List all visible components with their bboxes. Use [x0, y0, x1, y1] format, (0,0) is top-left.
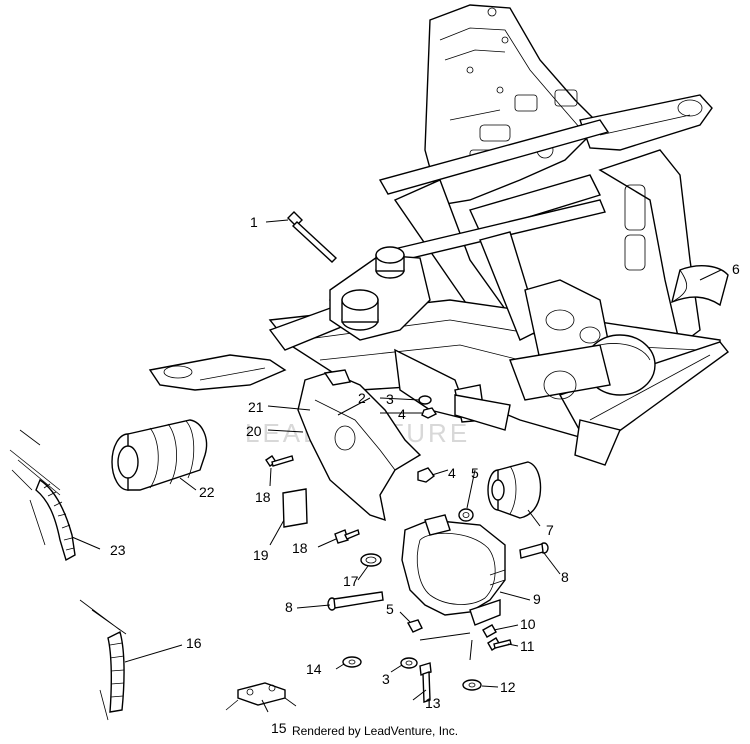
callout-13: 13 [425, 695, 441, 711]
callout-16: 16 [186, 635, 202, 651]
part-1-long-bolt [287, 211, 338, 263]
part-15-master-link [225, 682, 297, 711]
part-4-nut-upper [421, 407, 438, 419]
callout-5-lower: 5 [386, 601, 394, 617]
part-4-nut-lower [417, 467, 435, 483]
callout-labels: 1 2 3 4 4 5 6 7 8 8 9 10 11 12 13 14 15 … [110, 214, 740, 736]
part-6-sleeve [670, 264, 729, 307]
part-12-washer [462, 679, 482, 691]
callout-23: 23 [110, 542, 126, 558]
callout-4: 4 [398, 406, 406, 422]
part-11-bolt [487, 637, 512, 651]
callout-15: 15 [271, 720, 287, 736]
part-5-lock-nut [458, 508, 474, 522]
part-5-nut-lower [406, 619, 423, 633]
callout-7: 7 [546, 522, 554, 538]
part-3-washer-lower [400, 657, 418, 669]
part-8-bolt-left [327, 591, 384, 611]
callout-3: 3 [386, 391, 394, 407]
part-8-bolt-right [519, 542, 549, 559]
part-20-guard [297, 369, 422, 522]
callout-11: 11 [520, 638, 535, 654]
callout-5: 5 [471, 465, 479, 481]
part-18-screw-upper [265, 455, 294, 467]
callout-19: 19 [253, 547, 269, 563]
callout-8-left: 8 [285, 599, 293, 615]
callout-8-right: 8 [561, 569, 569, 585]
callout-10: 10 [520, 616, 536, 632]
part-18-screw-lower [334, 529, 360, 544]
part-13-bolt [419, 662, 432, 703]
render-credit: Rendered by LeadVenture, Inc. [291, 724, 459, 738]
callout-21: 21 [248, 399, 264, 415]
callout-14: 14 [306, 661, 322, 677]
callout-6: 6 [732, 261, 740, 277]
callout-3-lower: 3 [382, 671, 390, 687]
part-23-chain [9, 429, 76, 562]
part-16-chain [79, 599, 127, 721]
part-10-bolt [482, 624, 497, 638]
callout-17: 17 [343, 573, 359, 589]
part-14-washer [342, 656, 362, 668]
callout-9: 9 [533, 591, 541, 607]
callout-12: 12 [500, 679, 516, 695]
part-9-housing [401, 514, 506, 626]
callout-2: 2 [358, 390, 366, 406]
frame-assembly [148, 4, 730, 466]
part-22-spring-assembly [111, 419, 208, 491]
callout-4-lower: 4 [448, 465, 456, 481]
part-17-washer [360, 553, 382, 567]
callout-18-upper: 18 [255, 489, 271, 505]
part-7-pulley [487, 461, 542, 519]
callout-1: 1 [250, 214, 258, 230]
part-3-washer-upper [418, 395, 432, 405]
callout-18-lower: 18 [292, 540, 308, 556]
leader-lines [71, 219, 722, 713]
callout-22: 22 [199, 484, 215, 500]
callout-20: 20 [246, 423, 262, 439]
part-19-label [282, 488, 308, 528]
